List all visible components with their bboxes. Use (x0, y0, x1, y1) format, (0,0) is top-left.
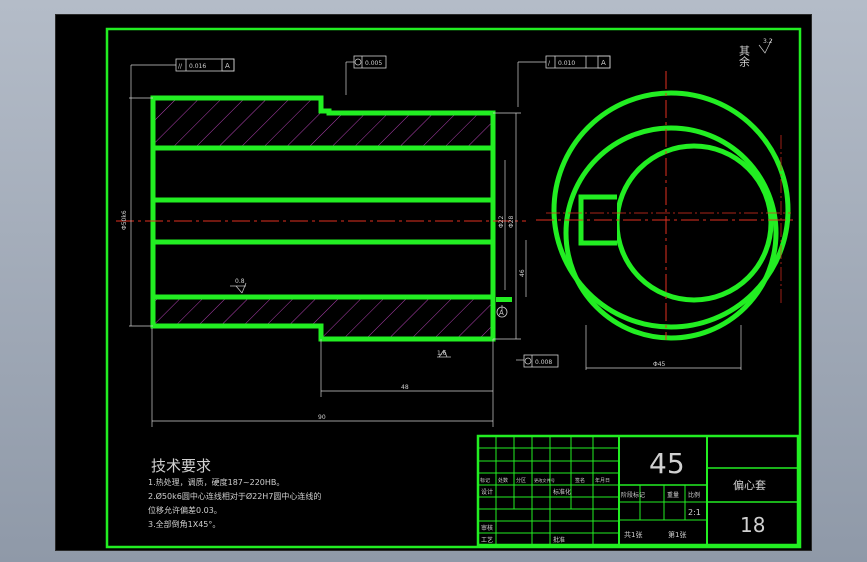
svg-text:批准: 批准 (553, 536, 565, 544)
tech-title: 技术要求 (151, 457, 211, 475)
surface-finish-note: 其余 3.2 (738, 38, 773, 68)
dimension-long: 48 (401, 384, 409, 391)
svg-text:处数: 处数 (498, 477, 508, 484)
title-block (476, 434, 800, 547)
tolerance-frame-left: // 0.016 A (175, 58, 235, 72)
svg-text:0.008: 0.008 (535, 359, 552, 366)
roughness-bottom-label: 1.6 (437, 350, 447, 357)
right-small-label: 46 (519, 269, 526, 277)
tolerance-frame-right: / 0.010 A (545, 55, 611, 69)
svg-text:/: / (548, 60, 551, 67)
svg-text:工艺: 工艺 (481, 536, 493, 544)
cad-viewport[interactable]: // 0.016 A 0.005 / 0.010 A 0.008 A 0.8 1… (55, 14, 812, 551)
tech-line-2: 2.Ø50k6圆中心连线相对于Ø22H7圆中心连线的 (148, 491, 321, 501)
svg-text:A: A (225, 62, 230, 70)
svg-text:更改文件号: 更改文件号 (534, 477, 555, 484)
svg-text:0.016: 0.016 (189, 63, 206, 70)
svg-text:签名: 签名 (575, 477, 585, 484)
end-view (536, 71, 793, 341)
svg-text:标准化: 标准化 (553, 488, 571, 496)
svg-text:0.005: 0.005 (365, 60, 382, 67)
dimension-lines (129, 61, 742, 427)
bore-label-a: Φ22 (498, 215, 505, 228)
end-view-dimension: Φ45 (653, 361, 666, 368)
tolerance-frame-bottom: 0.008 (523, 354, 559, 368)
title-drawing-no: 18 (740, 513, 765, 537)
svg-text:0.010: 0.010 (558, 60, 575, 67)
keyway-stub (496, 297, 512, 302)
upper-wall-hatch (150, 95, 496, 151)
datum-marker-a: A (496, 306, 508, 318)
section-view (116, 95, 526, 342)
svg-text:重量: 重量 (667, 491, 679, 499)
svg-text:标记: 标记 (480, 477, 490, 484)
svg-text:阶段标记: 阶段标记 (621, 491, 645, 499)
tolerance-frame-middle: 0.005 (353, 55, 387, 69)
roughness-left-label: 0.8 (235, 278, 245, 285)
title-scale: 2:1 (688, 508, 701, 517)
dimension-total: 90 (318, 414, 326, 421)
svg-text:3.2: 3.2 (763, 38, 773, 45)
engineering-drawing: // 0.016 A 0.005 / 0.010 A 0.008 A 0.8 1… (105, 27, 802, 549)
svg-text:共1张: 共1张 (624, 530, 642, 539)
svg-text:第1张: 第1张 (668, 530, 686, 539)
svg-text:审核: 审核 (481, 524, 493, 532)
svg-text:分区: 分区 (516, 477, 526, 484)
technical-requirements: 技术要求 1.热处理，调质，硬度187~220HB。 2.Ø50k6圆中心连线相… (148, 457, 321, 529)
title-part-name: 偏心套 (733, 478, 766, 492)
tech-line-4: 3.全部倒角1X45°。 (148, 519, 220, 529)
tech-line-3: 位移允许偏差0.03。 (148, 505, 222, 515)
bore-upper (150, 145, 496, 203)
bore-lower (150, 239, 496, 300)
svg-text:A: A (499, 309, 504, 317)
title-material: 45 (649, 447, 685, 480)
svg-text:设计: 设计 (481, 488, 493, 496)
lower-wall-hatch (150, 294, 496, 342)
svg-text:A: A (601, 59, 606, 67)
left-diameter-label: Φ50k6 (121, 210, 128, 230)
svg-text:年月日: 年月日 (595, 477, 610, 484)
svg-text:其余: 其余 (738, 45, 751, 68)
svg-text://: // (178, 63, 183, 70)
drawing-border (105, 27, 802, 549)
svg-text:比例: 比例 (688, 491, 700, 499)
tech-line-1: 1.热处理，调质，硬度187~220HB。 (148, 477, 284, 487)
bore-label-b: Φ28 (508, 215, 515, 228)
